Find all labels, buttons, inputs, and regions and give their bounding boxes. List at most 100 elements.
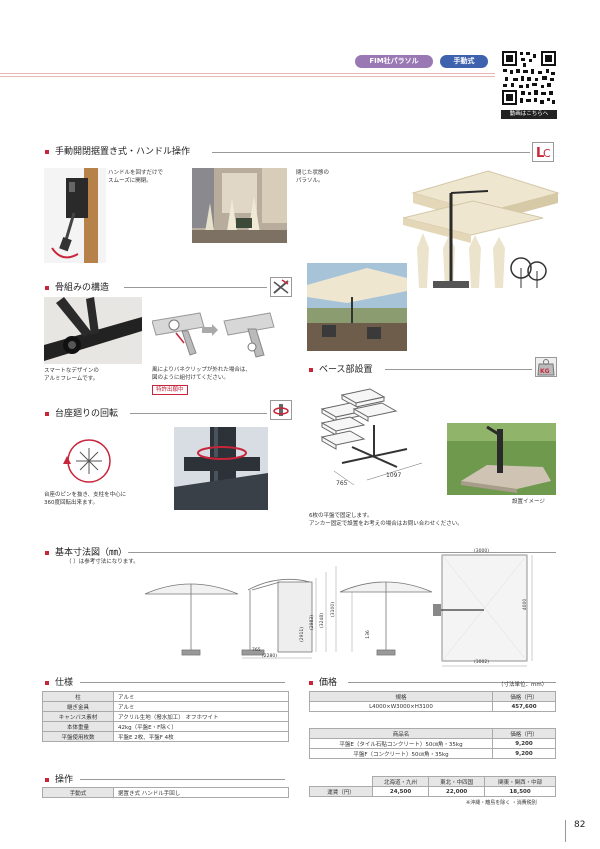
- spec-key: キャンバス素材: [42, 711, 114, 722]
- qr-caption: 動画はこちらへ: [501, 110, 557, 119]
- operation-key: 手動式: [42, 787, 114, 798]
- table-row: 商品名価格（円）: [309, 728, 556, 739]
- spec-key: 本体重量: [42, 721, 114, 732]
- spec-value: アルミ: [113, 691, 289, 702]
- terrace-photo: [307, 263, 407, 351]
- patent-pending-badge: 特許出願中: [152, 385, 188, 395]
- spec-table: 柱アルミ 継ぎ金具アルミ キャンバス素材アクリル生地（撥水加工） オフホワイト …: [42, 691, 289, 742]
- section-rule-base: [385, 369, 532, 370]
- section-title-frame: 骨組みの構造: [45, 280, 109, 293]
- section-rule-manual: [212, 152, 530, 153]
- table-row: キャンバス素材アクリル生地（撥水加工） オフホワイト: [42, 711, 289, 722]
- dim-label-2983: (2983): [309, 615, 315, 630]
- table-row: 平盤使用枚数平盤E 2枚、平盤F 4枚: [42, 731, 289, 742]
- dim-label-3100: (3100): [330, 602, 336, 617]
- handle-photo: [44, 168, 106, 263]
- page-number-rule: [565, 820, 566, 842]
- rotation-photo: [174, 427, 268, 510]
- price-footnote: ※沖縄・離島を除く ・消費税別: [466, 800, 537, 806]
- svg-text:KG: KG: [540, 368, 550, 375]
- dim-label-3002: (3002): [474, 660, 489, 665]
- caption-closed: 閉じた状態の パラソル。: [296, 170, 330, 184]
- price-value: 9,200: [492, 748, 556, 759]
- table-row: 継ぎ金具アルミ: [42, 701, 289, 712]
- table-row: 規格価格（円）: [309, 691, 556, 702]
- column-header: 商品名: [309, 728, 493, 739]
- caption-clip: 風によりバネクリップが外れた場合は、 図のように組付けてください。: [152, 367, 251, 381]
- svg-text:1097: 1097: [386, 472, 401, 479]
- shipping-label: 運賃（円）: [309, 786, 373, 797]
- column-header: [309, 776, 373, 787]
- section-title-dimensions: 基本寸法図（㎜）: [45, 545, 127, 558]
- spec-size: L4000×W3000×H3100: [309, 701, 493, 712]
- section-rule-frame: [124, 287, 267, 288]
- section-rule-spec: [80, 682, 285, 683]
- spec-key: 柱: [42, 691, 114, 702]
- table-row: 手動式据置き式 ハンドル手回し: [42, 787, 289, 798]
- section-title-base: ベース部設置: [309, 362, 373, 375]
- dimensions-note: （ ）は参考寸法になります。: [66, 559, 139, 565]
- dim-label-2911: (2911): [299, 627, 305, 642]
- product-name: 平盤E（タイル石貼コンクリート）50㎝角・35kg: [309, 738, 493, 749]
- column-header: 北海道・九州: [371, 776, 430, 787]
- header-hairline-2: [0, 76, 495, 77]
- parasol-illustration: [393, 163, 563, 293]
- caption-install: 設置イメージ: [512, 499, 545, 505]
- section-title-manual: 手動開閉据置き式・ハンドル操作: [45, 144, 190, 157]
- price-value: 457,600: [492, 701, 556, 712]
- product-name: 平盤F（コンクリート）50㎝角・35kg: [309, 748, 493, 759]
- table-row: 柱アルミ: [42, 691, 289, 702]
- shipping-value: 22,000: [428, 786, 486, 797]
- column-header: 規格: [309, 691, 493, 702]
- table-row: 北海道・九州東北・中四国関東・関西・中部: [309, 776, 556, 787]
- header-hairline: [0, 73, 495, 74]
- page-number: 82: [574, 820, 586, 830]
- section-title-spec: 仕様: [45, 675, 73, 688]
- operation-value: 据置き式 ハンドル手回し: [113, 787, 289, 798]
- rotation-icon: [270, 400, 292, 420]
- base-note: 6枚の平盤で固定します。 アンカー固定で設置をお考えの場合はお問い合わせください…: [309, 513, 463, 527]
- column-header: 東北・中四国: [428, 776, 486, 787]
- dim-label-765: 765: [252, 648, 261, 653]
- closed-parasol-photo: [192, 168, 287, 243]
- section-title-rotation: 台座廻りの回転: [45, 406, 118, 419]
- operation-table: 手動式据置き式 ハンドル手回し: [42, 787, 289, 798]
- base-plate-diagram: 765 1097: [312, 385, 427, 493]
- dim-label-3248: (3248): [319, 613, 325, 628]
- svg-text:L: L: [536, 146, 544, 161]
- dim-label-2280: (2280): [262, 654, 277, 659]
- section-rule-price: [348, 682, 556, 683]
- dim-label-4000: 4000: [523, 598, 529, 611]
- rotation-diagram: [62, 434, 117, 484]
- section-rule-operation: [80, 779, 285, 780]
- dim-label-136: 136: [365, 630, 371, 639]
- section-rule-dimensions: [128, 552, 556, 553]
- spec-key: 平盤使用枚数: [42, 731, 114, 742]
- qr-code[interactable]: [501, 50, 557, 106]
- section-title-price: 価格: [309, 675, 337, 688]
- dimension-drawings: (3000) 4000 (3002) (2280) (2911) (2983) …: [140, 549, 540, 670]
- shipping-value: 24,500: [371, 786, 430, 797]
- caption-frame: スマートなデザインの アルミフレームです。: [44, 368, 99, 382]
- column-header: 価格（円）: [492, 691, 556, 702]
- caption-handle: ハンドルを回すだけで スムーズに開閉。: [108, 170, 164, 184]
- spec-value: アルミ: [113, 701, 289, 712]
- frame-photo: [44, 297, 142, 364]
- column-header: 価格（円）: [492, 728, 556, 739]
- svg-text:765: 765: [336, 480, 348, 487]
- price-value: 9,200: [492, 738, 556, 749]
- price-unit: （寸法単位：mm）: [498, 682, 548, 688]
- section-rule-rotation: [130, 413, 267, 414]
- caption-rotation: 台座のピンを抜き、支柱を中心に 360度回転出来ます。: [44, 492, 127, 506]
- dim-label-3000: (3000): [474, 549, 489, 554]
- clip-diagram: [152, 303, 276, 365]
- weight-icon: KG: [535, 357, 557, 377]
- brand-badge: FIM社パラソル: [355, 55, 433, 68]
- type-badge: 手動式: [440, 55, 488, 68]
